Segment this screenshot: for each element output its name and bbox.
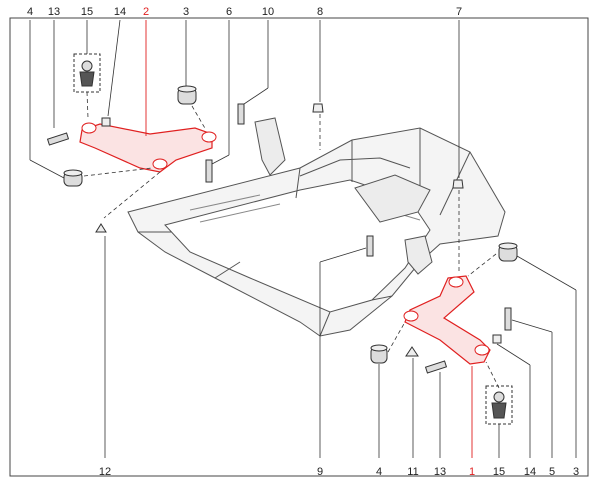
callout-4-top: 4 bbox=[26, 6, 34, 18]
bushing-4-top bbox=[63, 169, 83, 187]
ball-joint-15-bottom bbox=[485, 385, 513, 425]
callout-4-bottom: 4 bbox=[375, 466, 383, 478]
callout-14-bottom: 14 bbox=[523, 466, 537, 478]
callout-10-top: 10 bbox=[261, 6, 275, 18]
bushing-3-top bbox=[177, 85, 197, 105]
subframe bbox=[127, 117, 506, 337]
bushing-3-bottom bbox=[498, 242, 518, 262]
control-arm-1 bbox=[403, 275, 491, 365]
callout-1-bottom: 1 bbox=[468, 466, 476, 478]
leader-lines bbox=[29, 19, 577, 458]
bolts bbox=[46, 103, 512, 374]
callout-15-top: 15 bbox=[80, 6, 94, 18]
ball-joint-15-top bbox=[73, 53, 101, 93]
callout-13-bottom: 13 bbox=[433, 466, 447, 478]
callout-12-bottom: 12 bbox=[98, 466, 112, 478]
callout-14-top: 14 bbox=[113, 6, 127, 18]
callout-13-top: 13 bbox=[47, 6, 61, 18]
callout-6-top: 6 bbox=[225, 6, 233, 18]
bushing-4-bottom bbox=[370, 344, 388, 364]
diagram-border bbox=[9, 17, 589, 477]
callout-15-bottom: 15 bbox=[492, 466, 506, 478]
callout-8-top: 8 bbox=[316, 6, 324, 18]
callout-7-top: 7 bbox=[455, 6, 463, 18]
callout-3-top: 3 bbox=[182, 6, 190, 18]
nuts bbox=[95, 103, 502, 357]
highlight-leader-lines bbox=[145, 20, 473, 458]
callout-11-bottom: 11 bbox=[407, 466, 419, 478]
control-arm-2 bbox=[79, 122, 217, 173]
callout-3-bottom: 3 bbox=[572, 466, 580, 478]
assembly-guides bbox=[83, 91, 500, 389]
callout-9-bottom: 9 bbox=[316, 466, 324, 478]
callout-5-bottom: 5 bbox=[548, 466, 556, 478]
callout-2-top: 2 bbox=[142, 6, 150, 18]
